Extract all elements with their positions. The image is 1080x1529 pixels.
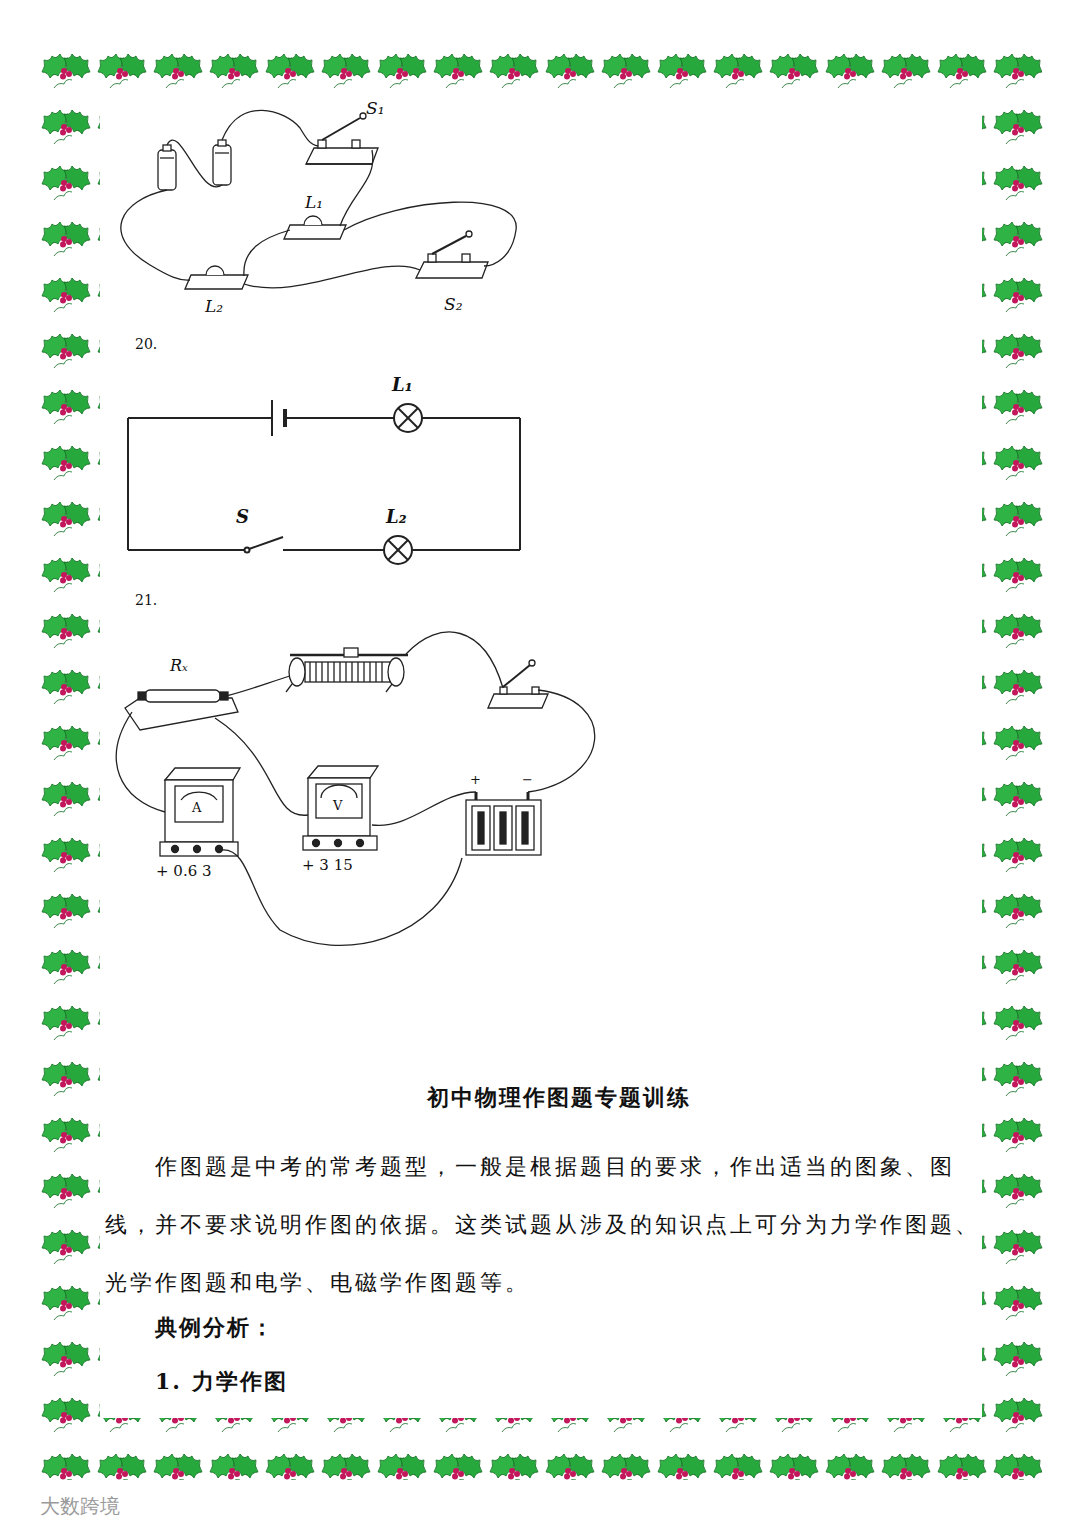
body-paragraph: 作图题是中考的常考题型，一般是根据题目的要求，作出适当的图象、图线，并不要求说明… <box>105 1138 990 1312</box>
section-heading: 典例分析： <box>155 1314 275 1340</box>
resistor-label: Rₓ <box>170 656 188 675</box>
switch-label: S <box>236 506 249 528</box>
terminal-label: + 3 15 <box>302 856 353 874</box>
holly-border <box>38 38 1044 1480</box>
pictorial-circuit-1 <box>121 110 516 289</box>
polarity-sign: + <box>470 772 481 788</box>
terminal-label: + 0.6 3 <box>156 862 212 880</box>
subsection-heading: 1. 力学作图 <box>155 1368 288 1394</box>
polarity-sign: − <box>522 772 533 788</box>
meter-letter: A <box>192 800 201 816</box>
lamp-label: L₁ <box>392 374 413 396</box>
schematic-circuit <box>128 400 520 564</box>
page-title: 初中物理作图题专题训练 <box>427 1084 691 1110</box>
pictorial-circuit-2 <box>116 632 594 945</box>
meter-letter: V <box>333 798 342 814</box>
lamp-label: L₁ <box>305 192 323 212</box>
question-number: 20. <box>135 336 157 353</box>
watermark: 大数跨境 <box>40 1494 120 1518</box>
switch-label: S₁ <box>366 98 384 118</box>
lamp-label: L₂ <box>386 506 407 528</box>
switch-label: S₂ <box>444 294 462 314</box>
question-number: 21. <box>135 592 157 609</box>
lamp-label: L₂ <box>205 296 223 316</box>
